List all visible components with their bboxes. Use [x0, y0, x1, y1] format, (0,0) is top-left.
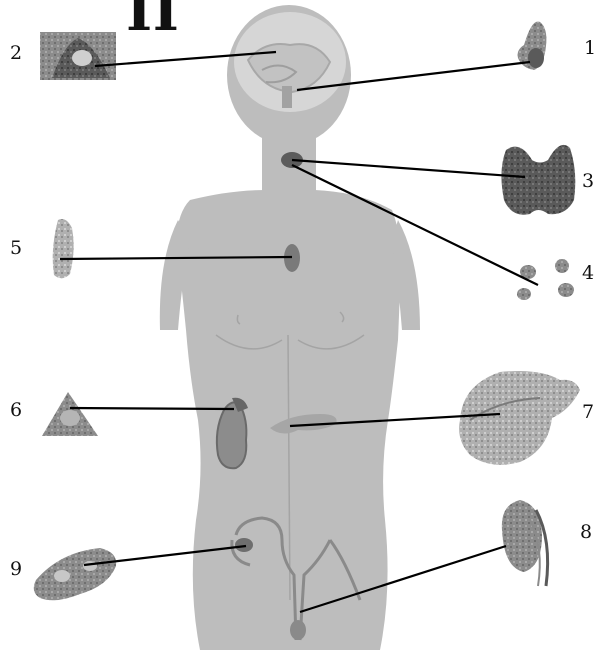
thyroid-illustration	[501, 145, 575, 215]
heading-fragment: П	[126, 0, 179, 44]
pointer-6	[70, 408, 234, 409]
label-1: 1	[584, 37, 595, 59]
label-9: 9	[10, 558, 22, 580]
label-2: 2	[10, 42, 22, 64]
pineal-illustration	[40, 32, 116, 80]
thymus-illustration	[53, 219, 74, 278]
adrenal-illustration	[42, 392, 98, 436]
pointer-3	[292, 160, 525, 177]
pancreas-illustration	[459, 371, 580, 465]
label-8: 8	[580, 521, 592, 543]
brain	[234, 12, 346, 112]
label-7: 7	[582, 401, 594, 423]
ovary-on-body	[235, 538, 253, 552]
ovary-illustration	[34, 548, 116, 600]
label-3: 3	[582, 170, 594, 192]
testis-illustration	[502, 500, 548, 586]
label-4: 4	[582, 262, 594, 284]
label-5: 5	[10, 237, 22, 259]
testis-on-body	[290, 620, 306, 640]
label-6: 6	[10, 399, 22, 421]
